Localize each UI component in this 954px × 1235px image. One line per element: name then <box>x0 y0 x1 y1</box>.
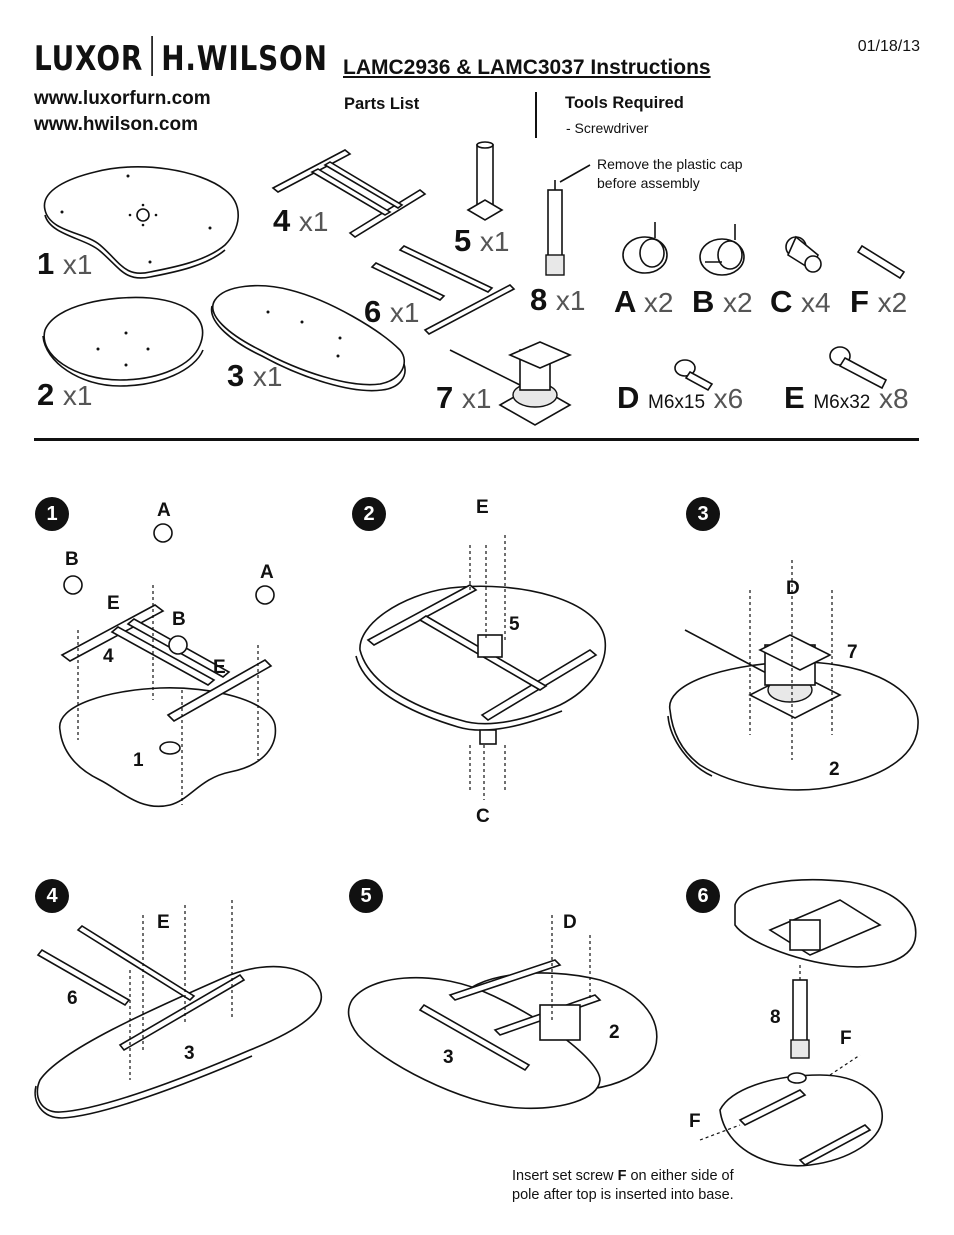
part-f-setscrew-drawing <box>856 244 906 280</box>
part-3-label: 3 x1 <box>227 358 283 393</box>
step-4-label-6: 6 <box>67 988 78 1009</box>
part-b-caster-drawing <box>699 224 745 276</box>
part-3-board-drawing <box>210 284 406 392</box>
part-e-bolt-drawing <box>829 346 888 390</box>
part-2-base-drawing <box>42 296 204 387</box>
part-d-label: D M6x15 x6 <box>617 380 744 415</box>
parts-list-heading: Parts List <box>344 95 420 113</box>
step-3-label-d: D <box>786 578 800 599</box>
header-divider <box>535 92 537 138</box>
brand-hwilson: H.WILSON <box>161 39 328 79</box>
document-date: 01/18/13 <box>857 38 920 55</box>
step-2-label-c: C <box>476 806 490 827</box>
url-hwilson[interactable]: www.hwilson.com <box>34 114 198 135</box>
url-luxor[interactable]: www.luxorfurn.com <box>34 88 211 109</box>
brand-divider <box>151 36 154 76</box>
part-a-label: A x2 <box>614 284 674 319</box>
footnote-line2: pole after top is inserted into base. <box>512 1187 734 1203</box>
cap-note-line1: Remove the plastic cap <box>597 156 743 172</box>
step-5-label-d: D <box>563 912 577 933</box>
part-1-seat-drawing <box>43 166 239 279</box>
page-title: LAMC2936 & LAMC3037 Instructions <box>343 56 711 79</box>
step-1-drawing <box>59 523 277 808</box>
step-1-label-4: 4 <box>103 646 114 667</box>
step-6-drawing <box>699 879 917 1167</box>
step-5-drawing <box>347 915 658 1110</box>
step-5-label-3: 3 <box>443 1047 454 1068</box>
part-d-screw-drawing <box>674 359 714 392</box>
step-3-label-7: 7 <box>847 642 858 663</box>
step-2-label-e: E <box>476 497 489 518</box>
step-6-label-f-right: F <box>840 1028 852 1049</box>
brand-logo: LUXOR H.WILSON <box>34 36 328 79</box>
step-1-label-e-mid: E <box>213 657 226 678</box>
part-4-frame-drawing <box>271 149 427 238</box>
step-4-drawing <box>34 900 323 1119</box>
step-1-label-a-right: A <box>260 562 274 583</box>
step-3-label-2: 2 <box>829 759 840 780</box>
step-1-label-1: 1 <box>133 750 144 771</box>
step-6-label-f-left: F <box>689 1111 701 1132</box>
part-e-label: E M6x32 x8 <box>784 380 909 415</box>
part-8-gaslift-drawing <box>545 164 591 276</box>
step-1-label-a-top: A <box>157 500 171 521</box>
step-5-label-2: 2 <box>609 1022 620 1043</box>
part-1-label: 1 x1 <box>37 246 93 281</box>
part-6-frame-drawing <box>370 245 516 335</box>
section-divider <box>34 438 919 441</box>
part-8-label: 8 x1 <box>530 282 586 317</box>
step-4-label-e: E <box>157 912 170 933</box>
step-3-number: 3 <box>686 497 720 531</box>
part-7-label: 7 x1 <box>436 380 492 415</box>
step-2-label-5: 5 <box>509 614 520 635</box>
step-6-label-8: 8 <box>770 1007 781 1028</box>
part-a-caster-drawing <box>622 222 668 274</box>
part-c-glide-drawing <box>785 235 822 273</box>
parts-illustrations <box>42 141 906 426</box>
step-1-number: 1 <box>35 497 69 531</box>
step-1-label-b-mid: B <box>172 609 186 630</box>
footnote-line1: Insert set screw F on either side of <box>512 1168 734 1184</box>
step-3-drawing <box>667 560 919 791</box>
part-b-label: B x2 <box>692 284 753 319</box>
step-1-label-b-left: B <box>65 549 79 570</box>
brand-luxor: LUXOR <box>34 39 144 79</box>
step-4-number: 4 <box>35 879 69 913</box>
step-6-number: 6 <box>686 879 720 913</box>
part-c-label: C x4 <box>770 284 831 319</box>
part-2-label: 2 x1 <box>37 377 93 412</box>
part-6-label: 6 x1 <box>364 294 420 329</box>
step-2-number: 2 <box>352 497 386 531</box>
part-7-mechanism-drawing <box>449 341 573 426</box>
tools-heading: Tools Required <box>565 94 684 112</box>
step-1-label-e-left: E <box>107 593 120 614</box>
step-4-label-3: 3 <box>184 1043 195 1064</box>
part-4-label: 4 x1 <box>273 203 329 238</box>
tool-item-screwdriver: - Screwdriver <box>566 120 649 136</box>
cap-note: Remove the plastic cap before assembly <box>597 155 743 193</box>
step-2-drawing <box>355 535 607 800</box>
step-5-number: 5 <box>349 879 383 913</box>
set-screw-footnote: Insert set screw F on either side of pol… <box>512 1167 734 1205</box>
cap-note-line2: before assembly <box>597 175 700 191</box>
part-5-label: 5 x1 <box>454 223 510 258</box>
part-f-label: F x2 <box>850 284 908 319</box>
part-5-post-drawing <box>466 141 504 221</box>
